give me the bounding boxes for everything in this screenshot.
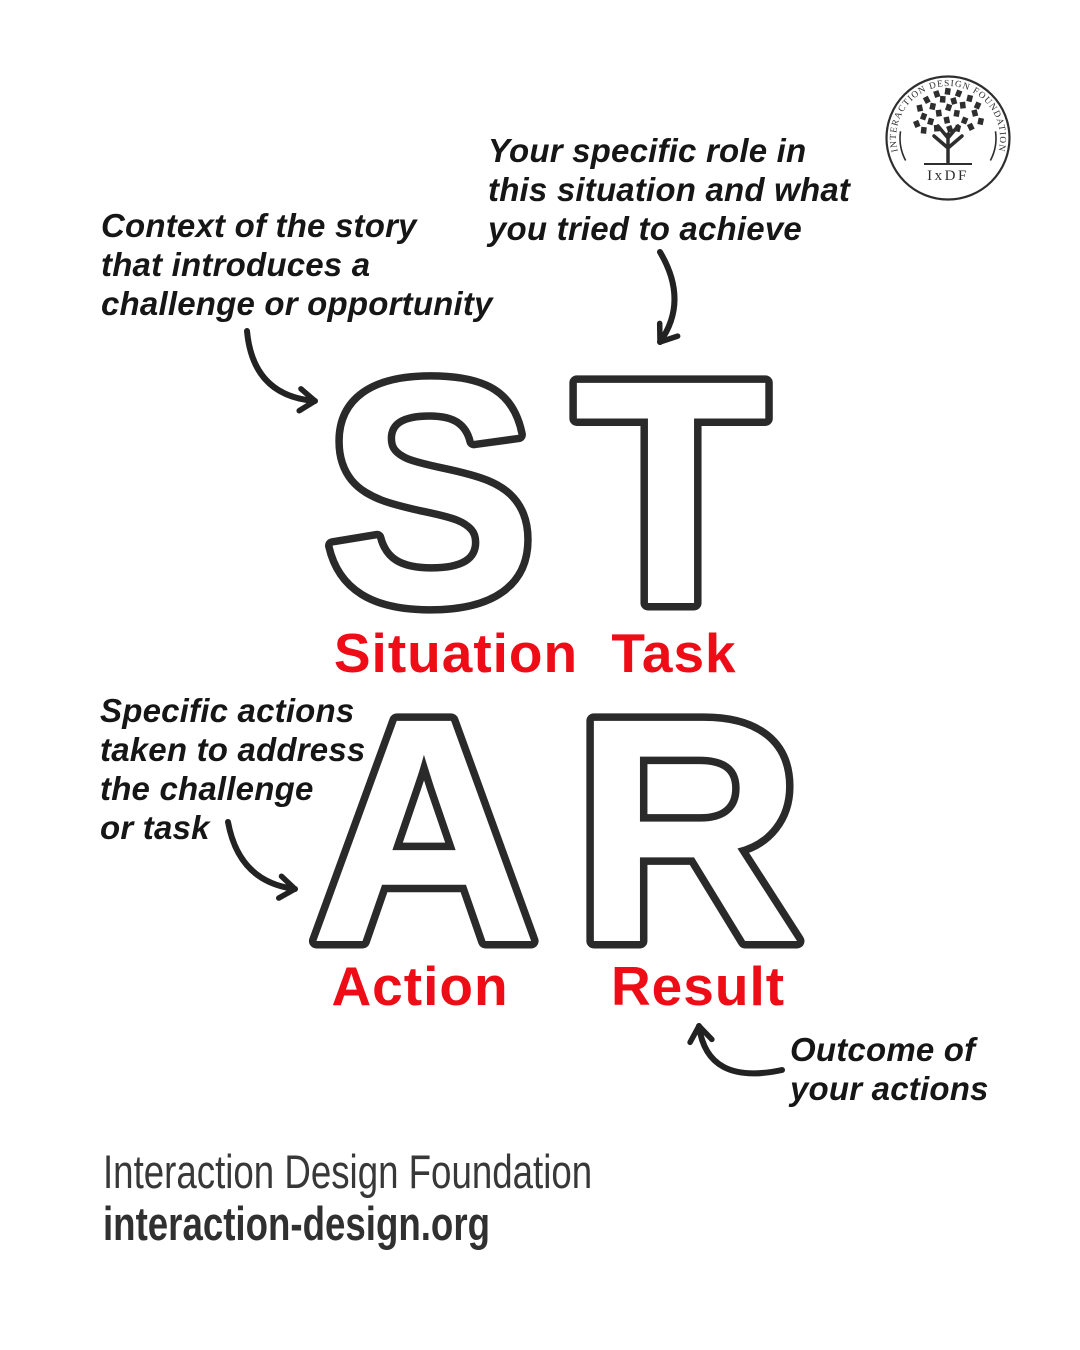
footer-website: interaction-design.org bbox=[103, 1197, 490, 1250]
annotation-result: Outcome of your actions bbox=[790, 1031, 989, 1107]
label-situation: Situation bbox=[333, 622, 579, 684]
arrow-to-t-icon bbox=[656, 249, 681, 345]
logo-left-arc bbox=[899, 131, 907, 161]
logo-right-arc bbox=[989, 131, 997, 161]
footer: Interaction Design Foundation interactio… bbox=[103, 1146, 592, 1250]
ixdf-logo-badge: INTERACTION DESIGN FOUNDATION bbox=[885, 75, 1011, 201]
annotation-situation: Context of the story that introduces a c… bbox=[101, 207, 493, 322]
arrow-to-a-icon bbox=[225, 819, 298, 901]
arrow-to-s-icon bbox=[244, 328, 318, 414]
label-task: Task bbox=[611, 622, 737, 684]
letter-r-outline: R bbox=[572, 651, 803, 1009]
letter-s-outline: S bbox=[323, 313, 536, 671]
letter-t-outline: T bbox=[573, 313, 768, 671]
label-result: Result bbox=[610, 955, 786, 1017]
annotation-task: Your specific role in this situation and… bbox=[488, 132, 851, 247]
footer-org-name: Interaction Design Foundation bbox=[103, 1145, 593, 1198]
annotation-action: Specific actions taken to address the ch… bbox=[100, 692, 366, 846]
arrow-to-result-icon bbox=[687, 1023, 785, 1077]
letter-a-outline: A bbox=[308, 651, 539, 1009]
label-action: Action bbox=[331, 955, 509, 1017]
ixdf-tree-icon bbox=[913, 87, 985, 165]
logo-monogram: IxDF bbox=[927, 168, 969, 184]
